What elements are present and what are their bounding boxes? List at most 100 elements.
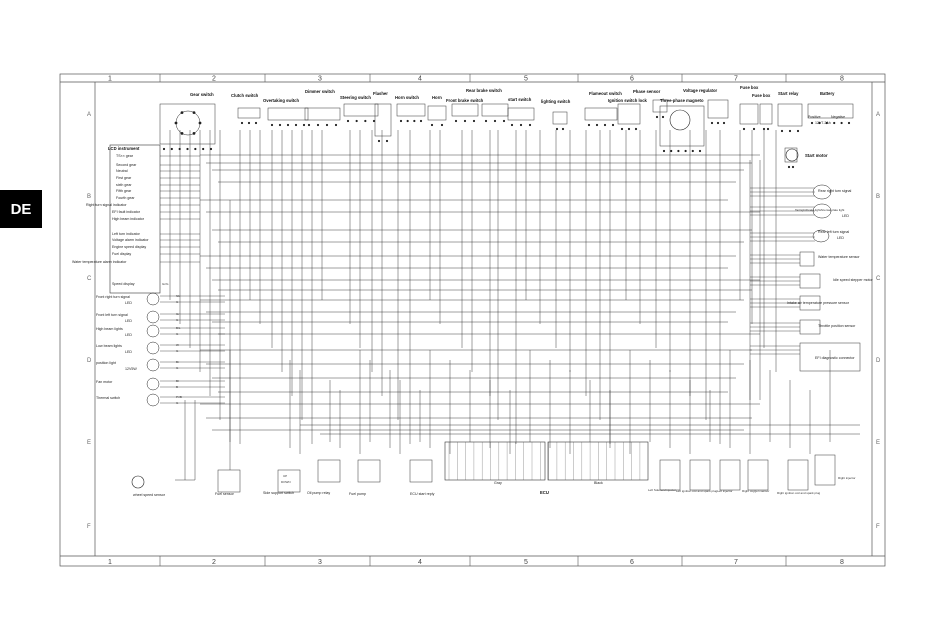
component-lamp [146,377,160,391]
component-label: Left ignition coil and spark plug [676,489,718,493]
component-label: Tail light/brake light/license plate lig… [795,208,845,212]
component-wheel: wheel speed sensor [131,475,166,497]
lcd-speed-code: Gr/G [162,282,169,286]
component-pin [493,119,497,123]
component-label: Overtaking switch [263,98,300,103]
component-pin [833,121,836,125]
component-intake: Intake air temperature pressure sensor [750,295,850,311]
component-pin [587,123,591,127]
lcd-speed: Speed display [112,282,135,286]
lcd-item: Neutral [116,169,128,173]
component-pin [346,119,350,123]
component-right_inj: Right injector [814,454,856,486]
component-label: Clutch switch [231,93,259,98]
component-pin [684,149,687,153]
component-label: Dimmer switch [305,89,335,94]
component-pin [302,123,306,127]
component-pin [627,127,631,131]
component-box [267,107,309,121]
component-label: Steering switch [340,95,371,100]
component-pin [316,123,320,127]
component-pin [766,127,770,131]
component-label: Right oxygen sensor [742,489,769,493]
grid-row-left: C [87,276,92,282]
component-pin [162,147,166,151]
component-box [409,459,433,483]
component-label: Flameout switch [589,91,622,96]
component-rear_right: Rear right turn signal [750,184,852,200]
component-pin [372,119,376,123]
grid-row-right: B [876,194,880,200]
component-box [747,459,769,491]
component-gear: Gear switch [159,92,216,151]
component-pin [698,149,702,153]
grid-row-right: C [876,276,881,282]
component-label: Front right turn signal [96,295,130,299]
component-pin [603,123,607,127]
component-rear_brake: Rear brake switch [466,88,509,123]
component-label: Front brake switch [446,98,484,103]
component-lamp [146,358,160,372]
component-pin [463,119,467,123]
component-label: lighting switch [541,99,571,104]
component-box [707,99,729,119]
component-pin [752,127,756,131]
component-box [552,111,568,125]
component-pin [294,123,298,127]
component-box [784,147,798,163]
component-label: Side support switch [263,491,294,495]
grid-col-top: 6 [630,76,634,83]
switch-up: UP [283,474,287,478]
gear-contact [180,111,184,115]
component-pin [247,121,251,125]
component-phase: Phase sensor [633,89,668,119]
component-label: Rear brake switch [466,88,502,93]
component-pin [655,115,659,119]
component-pin [716,121,720,125]
component-lighting: lighting switch [541,99,571,131]
lcd-item: Second gear [116,163,137,167]
component-label: start switch [508,97,532,102]
component-pin [780,129,784,133]
grid-row-left: D [87,358,92,364]
component-box [507,107,535,121]
start-motor-icon [785,148,799,162]
component-right_o2: Right oxygen sensor [742,459,769,493]
component-start_sw: start switch [507,97,535,127]
component-label: Oil pump relay [307,491,330,495]
component-label: EFI diagnostic connector [815,356,855,360]
component-left_inj: Left injector [717,459,741,493]
component-pin [561,127,565,131]
component-pin [620,127,624,131]
language-tab: DE [0,190,42,228]
component-box [374,103,392,137]
component-label: Fuel sensor [215,492,235,496]
component-pin [454,119,458,123]
lcd-item: Water temperature alarm indicator [72,260,127,264]
component-fusebox1: Fuse box [739,85,759,131]
component-box [396,103,426,117]
component-lamp [146,310,160,324]
component-dimmer: Dimmer switch [304,89,341,127]
component-pin [825,121,828,125]
component-box [481,103,509,117]
component-pin [519,123,523,127]
ecu-black-block [547,441,649,481]
component-ecu_relay: ECU start reply [409,459,435,496]
component-box [659,105,705,147]
component-pin [796,129,800,133]
battery-rating: 12V7.2Ah [815,121,831,125]
component-overtaking: Overtaking switch [263,98,309,127]
component-label: Left injector [717,489,733,493]
component-pin [691,149,694,153]
component-pin [510,123,514,127]
component-pin [611,123,615,127]
component-box [343,103,379,117]
component-label: Horn [432,95,442,100]
component-sub: LED [125,301,132,305]
component-sub: LED [125,319,132,323]
